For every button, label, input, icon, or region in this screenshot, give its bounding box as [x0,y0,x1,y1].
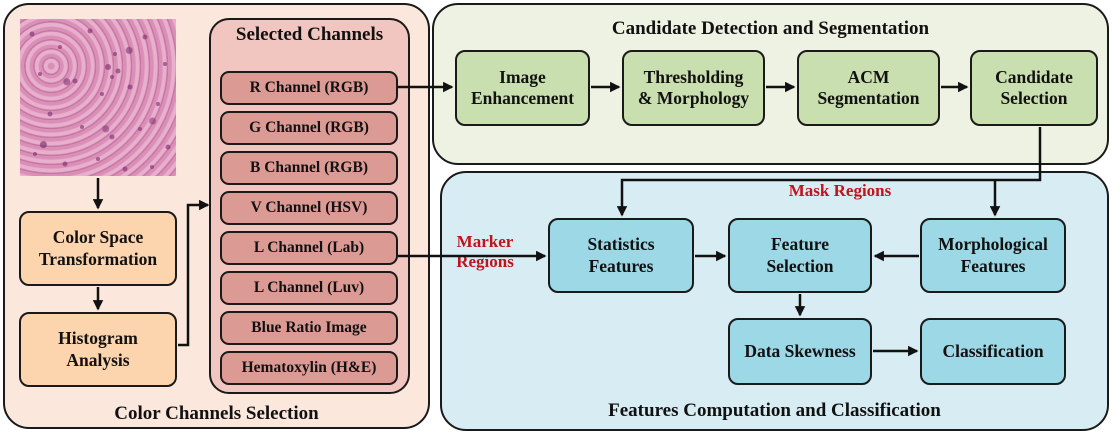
data-skewness-box: Data Skewness [728,318,872,385]
features-title: Features Computation and Classification [608,400,941,421]
morphological-features-box: Morphological Features [920,218,1066,293]
channel-r-rgb: R Channel (RGB) [220,71,398,105]
feature-selection-box: Feature Selection [728,218,872,293]
color-space-transformation-box: Color Space Transformation [19,211,177,286]
candidate-selection-box: Candidate Selection [970,50,1098,126]
channel-v-hsv: V Channel (HSV) [220,191,398,225]
candidate-detection-title: Candidate Detection and Segmentation [611,18,930,39]
channel-blue-ratio: Blue Ratio Image [220,311,398,345]
mask-regions-label: Mask Regions [788,181,892,200]
channel-l-luv: L Channel (Luv) [220,271,398,305]
thresholding-morphology-box: Thresholding & Morphology [622,50,765,126]
arrow-histogram-to-channels [178,199,210,347]
selected-channels-title: Selected Channels [235,24,384,45]
histology-image [20,19,176,176]
classification-box: Classification [920,318,1066,385]
statistics-features-box: Statistics Features [548,218,694,293]
arrow-candidate-to-statistics [616,127,1042,217]
color-channels-title: Color Channels Selection [114,403,319,424]
channel-b-rgb: B Channel (RGB) [220,151,398,185]
histogram-analysis-box: Histogram Analysis [19,312,177,387]
channel-hematoxylin: Hematoxylin (H&E) [220,351,398,385]
tissue-texture [29,28,171,172]
image-enhancement-box: Image Enhancement [455,50,590,126]
channel-g-rgb: G Channel (RGB) [220,111,398,145]
acm-segmentation-box: ACM Segmentation [797,50,940,126]
channel-l-lab: L Channel (Lab) [220,231,398,265]
